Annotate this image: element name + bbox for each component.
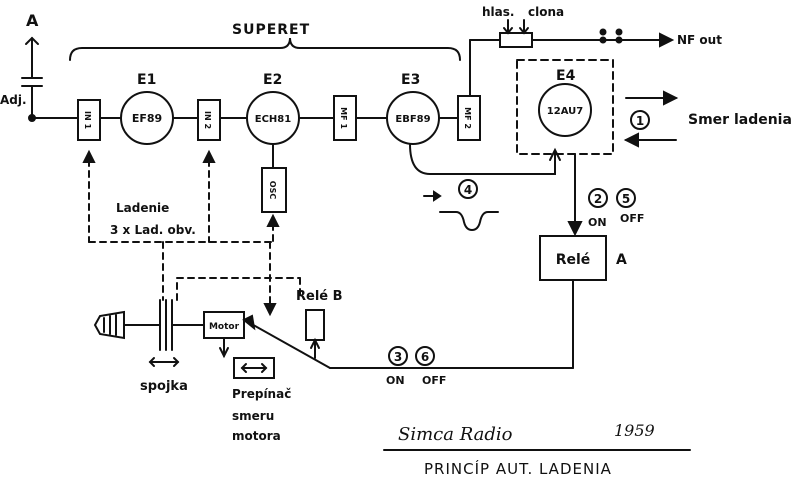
clona-label: clona — [528, 5, 564, 19]
direction-switch-line3: motora — [232, 429, 281, 443]
relay-a-tag: A — [616, 252, 627, 268]
footer-brand: Simca Radio — [398, 424, 513, 445]
tuning-knob — [93, 310, 125, 340]
superet-label: SUPERET — [232, 22, 310, 38]
on-label-motor: ON — [386, 374, 405, 387]
e4-tube — [538, 83, 592, 137]
e1-type: EF89 — [132, 112, 162, 125]
antenna — [21, 36, 43, 122]
clutch-label: spojka — [140, 379, 188, 394]
direction-switch-line1: Prepínač — [232, 387, 291, 401]
superet-brace — [69, 37, 461, 61]
volume-path — [469, 19, 675, 97]
e4-name: E4 — [556, 68, 576, 84]
marker-4 — [458, 179, 478, 199]
e4-enclosure — [516, 59, 614, 155]
e3-to-e4-link — [409, 143, 556, 175]
osc-label: OSC — [268, 181, 277, 200]
e4-type: 12AU7 — [547, 106, 583, 117]
adj-label: Adj. — [0, 93, 27, 107]
relay-b-box — [305, 309, 325, 341]
marker-3-text: 3 — [394, 350, 402, 364]
hlas-label: hlas. — [482, 5, 514, 19]
relay-b-label: Relé B — [296, 289, 343, 304]
e1-name: E1 — [137, 72, 156, 88]
in1-label: IN 1 — [83, 111, 92, 129]
ladenie-label: Ladenie — [116, 201, 169, 215]
marker-2-text: 2 — [594, 192, 602, 206]
mf2-label: MF 2 — [463, 107, 472, 129]
e2-name: E2 — [263, 72, 282, 88]
relay-a-label: Relé — [556, 252, 591, 268]
direction-arrows — [623, 90, 679, 148]
e1-tube — [120, 91, 174, 145]
e3-name: E3 — [401, 72, 420, 88]
circuits-label: 3 x Lad. obv. — [110, 223, 196, 237]
in2-label: IN 2 — [203, 111, 212, 129]
footer-year: 1959 — [614, 421, 655, 440]
motor-label: Motor — [209, 322, 240, 332]
marker-3 — [388, 346, 408, 366]
marker-5-text: 5 — [622, 192, 630, 206]
marker-6 — [415, 346, 435, 366]
e3-tube — [386, 91, 440, 145]
on-label-relay: ON — [588, 216, 607, 229]
marker-5 — [616, 188, 636, 208]
tuning-links — [88, 159, 301, 309]
antenna-label: A — [26, 11, 39, 30]
clutch — [123, 299, 205, 367]
direction-switch-box — [233, 357, 275, 379]
in2-box — [197, 99, 221, 141]
off-label-motor: OFF — [422, 374, 446, 387]
e2-type: ECH81 — [255, 114, 291, 125]
marker-1-text: 1 — [636, 114, 644, 128]
e3-type: EBF89 — [395, 114, 430, 125]
marker-6-text: 6 — [421, 350, 429, 364]
in1-box — [77, 99, 101, 141]
detune-glyph — [439, 211, 499, 232]
mf1-box — [333, 95, 357, 141]
marker-4-text: 4 — [464, 183, 472, 197]
mf1-label: MF 1 — [339, 107, 348, 129]
off-label-relay: OFF — [620, 212, 644, 225]
nf-out-label: NF out — [677, 33, 722, 47]
direction-switch-line2: smeru — [232, 409, 274, 423]
footer-title: PRINCÍP AUT. LADENIA — [424, 459, 612, 478]
marker-2 — [588, 188, 608, 208]
marker-1 — [630, 110, 650, 130]
direction-label: Smer ladenia — [688, 112, 792, 128]
